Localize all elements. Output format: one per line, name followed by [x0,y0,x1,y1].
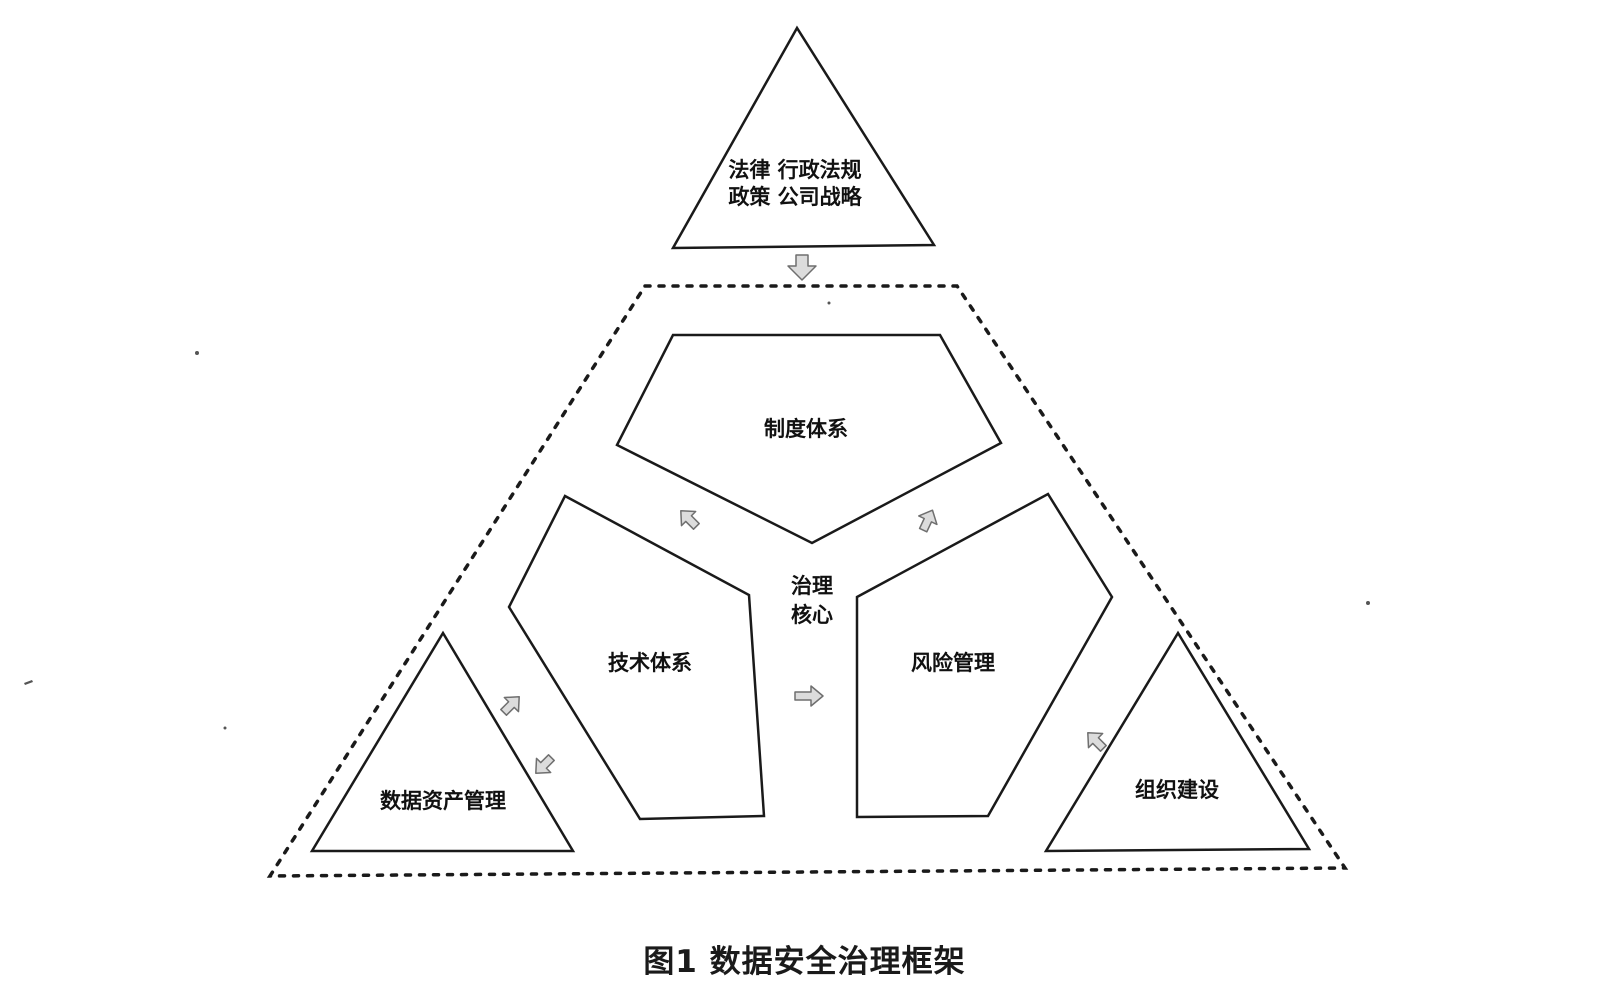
dashed-frame [266,284,1349,878]
tech-block-shape [507,494,766,821]
top-triangle-line1: 法律 行政法规 [728,158,861,182]
top-triangle-line2: 政策 公司战略 [728,185,862,209]
system-block-shape [615,333,1003,545]
tech-block-label: 技术体系 [608,651,692,675]
tech-block: 技术体系 [507,494,766,821]
scan-speck [195,351,199,355]
scan-speck [1366,601,1370,605]
core-label-line2: 核心 [791,603,833,627]
arrow-org-to-risk-icon [1087,732,1107,752]
arrow-tech-to-asset-icon [535,754,555,774]
risk-block: 风险管理 [855,492,1114,819]
core-label-line1: 治理 [791,574,833,598]
org-triangle-shape [1043,630,1312,853]
data-asset-triangle: 数据资产管理 [309,630,576,853]
top-triangle-shape [670,25,937,250]
system-block-label: 制度体系 [764,417,848,441]
system-block: 制度体系 [615,333,1003,545]
arrow-tech-to-risk-icon [794,685,824,707]
arrow-system-to-tech-icon [680,510,700,530]
org-triangle: 组织建设 [1043,630,1312,853]
top-triangle: 法律 行政法规 政策 公司战略 [670,25,937,250]
org-label: 组织建设 [1135,778,1219,802]
arrow-asset-to-tech-icon [500,696,520,716]
data-asset-triangle-shape [309,630,576,853]
data-asset-label: 数据资产管理 [380,789,506,813]
scan-speck [827,301,831,305]
arrow-risk-to-system-icon [918,509,938,533]
scan-speck [24,680,33,685]
risk-block-label: 风险管理 [911,651,995,675]
risk-block-shape [855,492,1114,819]
scan-speck [223,726,227,730]
down-arrow-icon [787,254,817,281]
figure-caption: 图1 数据安全治理框架 [643,944,966,980]
